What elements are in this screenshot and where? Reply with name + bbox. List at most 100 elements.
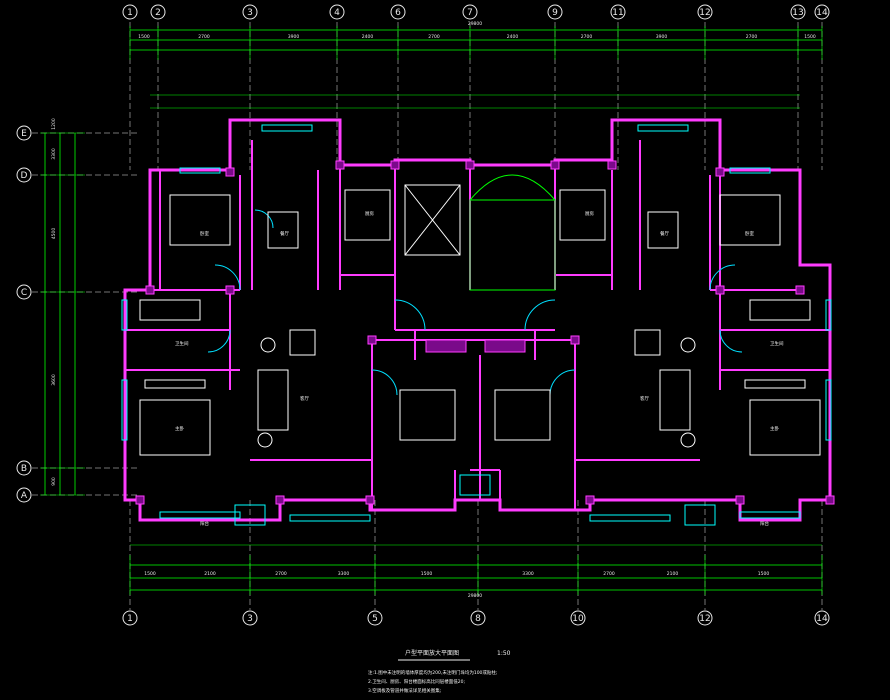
axis-bubble-left: B xyxy=(16,460,32,476)
axis-bubble-bottom: 8 xyxy=(470,610,486,626)
svg-text:2: 2 xyxy=(155,8,161,18)
left-axis-bubbles: E D C B A xyxy=(16,125,32,503)
note-line-1: 注:1.图中未注明的墙体厚度均为200,未注明门垛均为100或贴柱; xyxy=(368,669,497,676)
axis-bubble-top: 6 xyxy=(390,4,406,20)
axis-bubble-top: 12 xyxy=(697,4,713,20)
svg-text:8: 8 xyxy=(475,614,481,624)
room-label: 厨房 xyxy=(585,210,594,217)
svg-text:3: 3 xyxy=(247,8,253,18)
axis-bubble-bottom: 14 xyxy=(814,610,830,626)
room-label: 客厅 xyxy=(300,395,309,402)
dim-text: 3300 xyxy=(51,148,57,160)
axis-bubble-top: 11 xyxy=(610,4,626,20)
svg-text:11: 11 xyxy=(612,8,623,18)
drawing-title: 户型平面放大平面图 xyxy=(405,649,459,657)
axis-bubble-bottom: 12 xyxy=(697,610,713,626)
svg-text:5: 5 xyxy=(372,614,378,624)
svg-text:9: 9 xyxy=(552,8,558,18)
svg-text:E: E xyxy=(21,129,27,139)
left-dimension-texts: 1200 3300 4500 3600 900 xyxy=(51,118,57,486)
axis-bubble-top: 14 xyxy=(814,4,830,20)
dim-text: 3300 xyxy=(522,571,534,577)
overall-dimension-bottom: 29800 xyxy=(468,593,482,599)
building-walls xyxy=(123,118,835,522)
dim-text: 3900 xyxy=(656,34,668,40)
svg-text:A: A xyxy=(21,491,28,501)
dim-text: 1500 xyxy=(138,34,150,40)
svg-text:12: 12 xyxy=(699,614,710,624)
axis-bubble-bottom: 5 xyxy=(367,610,383,626)
furniture xyxy=(139,189,821,456)
room-label: 餐厅 xyxy=(280,230,289,237)
room-label: 餐厅 xyxy=(660,230,669,237)
axis-bubble-top: 9 xyxy=(547,4,563,20)
room-label: 阳台 xyxy=(200,520,209,527)
axis-bubble-top: 13 xyxy=(790,4,806,20)
dim-text: 3900 xyxy=(288,34,300,40)
overall-dimension-top: 29800 xyxy=(468,21,482,27)
axis-bubble-left: E xyxy=(16,125,32,141)
svg-text:7: 7 xyxy=(467,8,473,18)
svg-text:12: 12 xyxy=(699,8,710,18)
dim-text: 2100 xyxy=(667,571,679,577)
dim-text: 1200 xyxy=(51,118,57,130)
note-line-3: 3.空调板及管道井做法详见相关图集; xyxy=(368,687,441,694)
room-label: 主卧 xyxy=(770,425,779,432)
axis-bubble-left: D xyxy=(16,167,32,183)
room-label: 卧室 xyxy=(745,230,754,237)
svg-text:B: B xyxy=(21,464,27,474)
dim-text: 2400 xyxy=(362,34,374,40)
dim-text: 2400 xyxy=(507,34,519,40)
svg-text:10: 10 xyxy=(572,614,584,624)
svg-text:14: 14 xyxy=(816,8,828,18)
svg-text:6: 6 xyxy=(395,8,401,18)
room-label: 卫生间 xyxy=(770,340,784,347)
staircase xyxy=(469,174,556,291)
axis-bubble-top: 4 xyxy=(329,4,345,20)
axis-bubble-top: 2 xyxy=(150,4,166,20)
dim-text: 900 xyxy=(51,477,57,486)
room-label: 卧室 xyxy=(200,230,209,237)
dim-text: 1500 xyxy=(758,571,770,577)
drawing-scale: 1:50 xyxy=(497,650,511,657)
dim-text: 3600 xyxy=(51,374,57,386)
note-line-2: 2.卫生间、厨房、阳台楼面标高比同层楼面低20; xyxy=(368,678,465,685)
dim-text: 1500 xyxy=(421,571,433,577)
axis-bubble-left: C xyxy=(16,284,32,300)
svg-text:1: 1 xyxy=(127,614,133,624)
bottom-axis-bubbles: 1 3 5 8 10 12 14 xyxy=(122,610,830,626)
dim-text: 2700 xyxy=(746,34,758,40)
dim-text: 2700 xyxy=(198,34,210,40)
elevator-shaft xyxy=(404,184,461,256)
axis-bubble-bottom: 1 xyxy=(122,610,138,626)
svg-text:13: 13 xyxy=(792,8,803,18)
dim-text: 2100 xyxy=(204,571,216,577)
windows xyxy=(121,124,832,526)
axis-bubble-top: 3 xyxy=(242,4,258,20)
axis-bubble-bottom: 10 xyxy=(570,610,586,626)
room-label: 客厅 xyxy=(640,395,649,402)
axis-bubble-bottom: 3 xyxy=(242,610,258,626)
dim-text: 2700 xyxy=(275,571,287,577)
room-label: 主卧 xyxy=(175,425,184,432)
svg-text:3: 3 xyxy=(247,614,253,624)
room-label: 阳台 xyxy=(760,520,769,527)
dim-text: 2700 xyxy=(603,571,615,577)
svg-text:C: C xyxy=(21,288,27,298)
svg-text:1: 1 xyxy=(127,8,133,18)
dim-text: 4500 xyxy=(51,228,57,240)
svg-text:D: D xyxy=(21,171,28,181)
title-block: 户型平面放大平面图 1:50 注:1.图中未注明的墙体厚度均为200,未注明门垛… xyxy=(368,649,511,694)
svg-text:14: 14 xyxy=(816,614,828,624)
room-label: 厨房 xyxy=(365,210,374,217)
axis-bubble-top: 1 xyxy=(122,4,138,20)
dim-text: 2700 xyxy=(581,34,593,40)
dimension-lines xyxy=(40,26,823,595)
room-label: 卫生间 xyxy=(175,340,189,347)
axis-bubble-top: 7 xyxy=(462,4,478,20)
